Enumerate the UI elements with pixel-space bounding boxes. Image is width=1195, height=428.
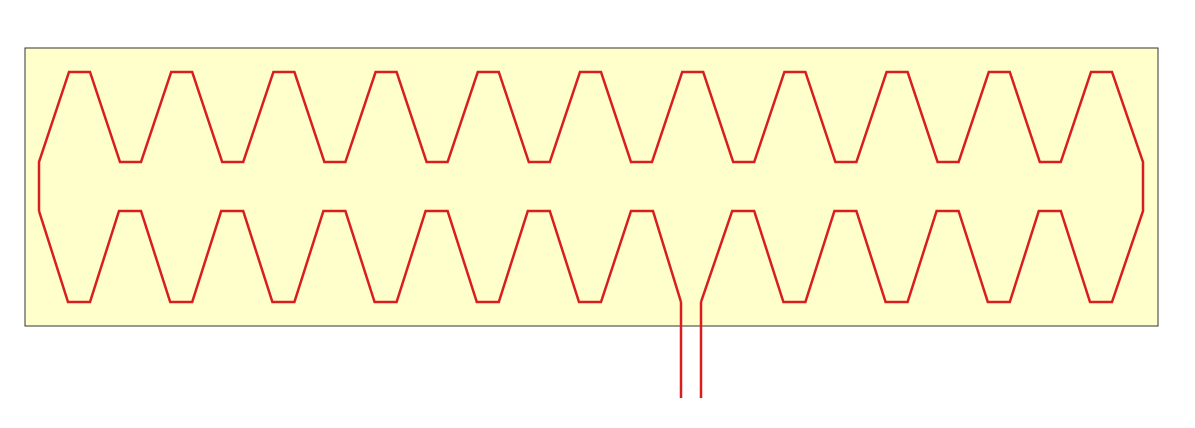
serpentine-trace-left [37, 209, 683, 304]
substrate-panel [24, 47, 1159, 327]
serpentine-trace [37, 70, 1145, 304]
